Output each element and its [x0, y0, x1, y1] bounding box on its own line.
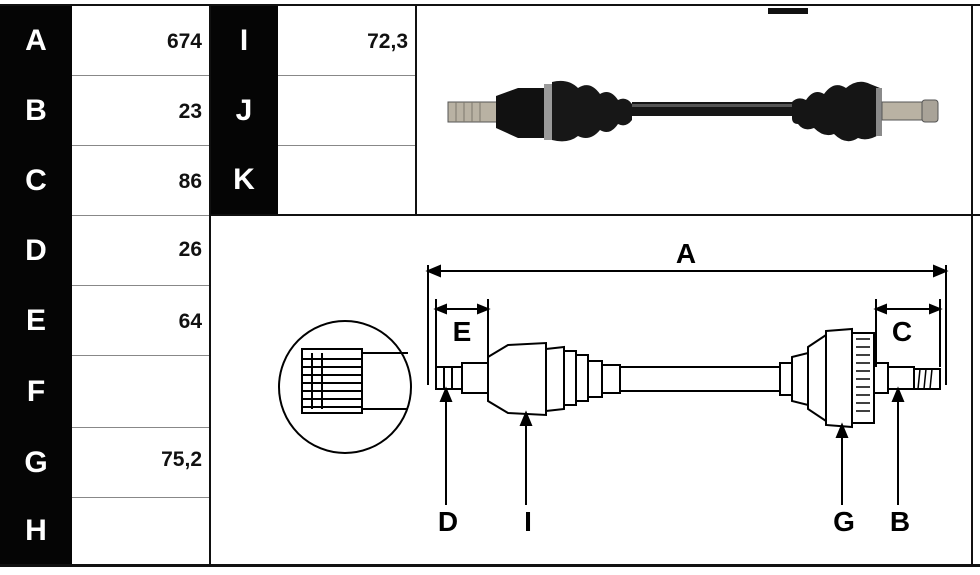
label-b: B [890, 506, 910, 537]
row-value-a: 674 [72, 30, 210, 70]
row-label-a: A [0, 6, 72, 76]
row-label-e: E [0, 286, 72, 356]
label-i: I [524, 506, 532, 537]
grid-line [72, 145, 210, 146]
grid-line [278, 145, 416, 146]
row-label-c: C [0, 146, 72, 216]
row-value-c: 86 [72, 170, 210, 210]
row-value-g: 75,2 [72, 448, 210, 488]
row-value-k [278, 170, 416, 210]
row-value-h [72, 520, 210, 560]
grid-line [72, 355, 210, 356]
row-value-e: 64 [72, 310, 210, 350]
axle-photo [447, 8, 939, 142]
row-value-b: 23 [72, 100, 210, 140]
row-value-d: 26 [72, 238, 210, 278]
row-label-i: I [210, 6, 278, 76]
grid-line [72, 75, 210, 76]
label-a: A [676, 238, 696, 269]
grid-line-diagram-top [210, 214, 980, 216]
grid-line [209, 4, 211, 566]
grid-line [72, 497, 210, 498]
grid-line [278, 75, 416, 76]
label-e: E [453, 316, 472, 347]
row-value-j [278, 100, 416, 140]
grid-line-top [0, 4, 980, 6]
row-label-h: H [0, 498, 72, 564]
row-label-g: G [0, 428, 72, 498]
row-label-d: D [0, 216, 72, 286]
label-d: D [438, 506, 458, 537]
grid-line [72, 215, 210, 216]
grid-line [72, 427, 210, 428]
row-label-k: K [210, 146, 278, 214]
row-label-j: J [210, 76, 278, 146]
detail-zoom-circle [278, 320, 412, 454]
row-label-b: B [0, 76, 72, 146]
label-g: G [833, 506, 855, 537]
label-c: C [892, 316, 912, 347]
row-label-f: F [0, 356, 72, 428]
grid-line-bottom [0, 564, 980, 567]
row-value-i: 72,3 [278, 30, 416, 70]
row-value-f [72, 382, 210, 422]
grid-line [72, 285, 210, 286]
axle-diagram: A E C D I G B [278, 238, 949, 537]
grid-line [415, 4, 417, 216]
grid-line-right [971, 4, 973, 566]
